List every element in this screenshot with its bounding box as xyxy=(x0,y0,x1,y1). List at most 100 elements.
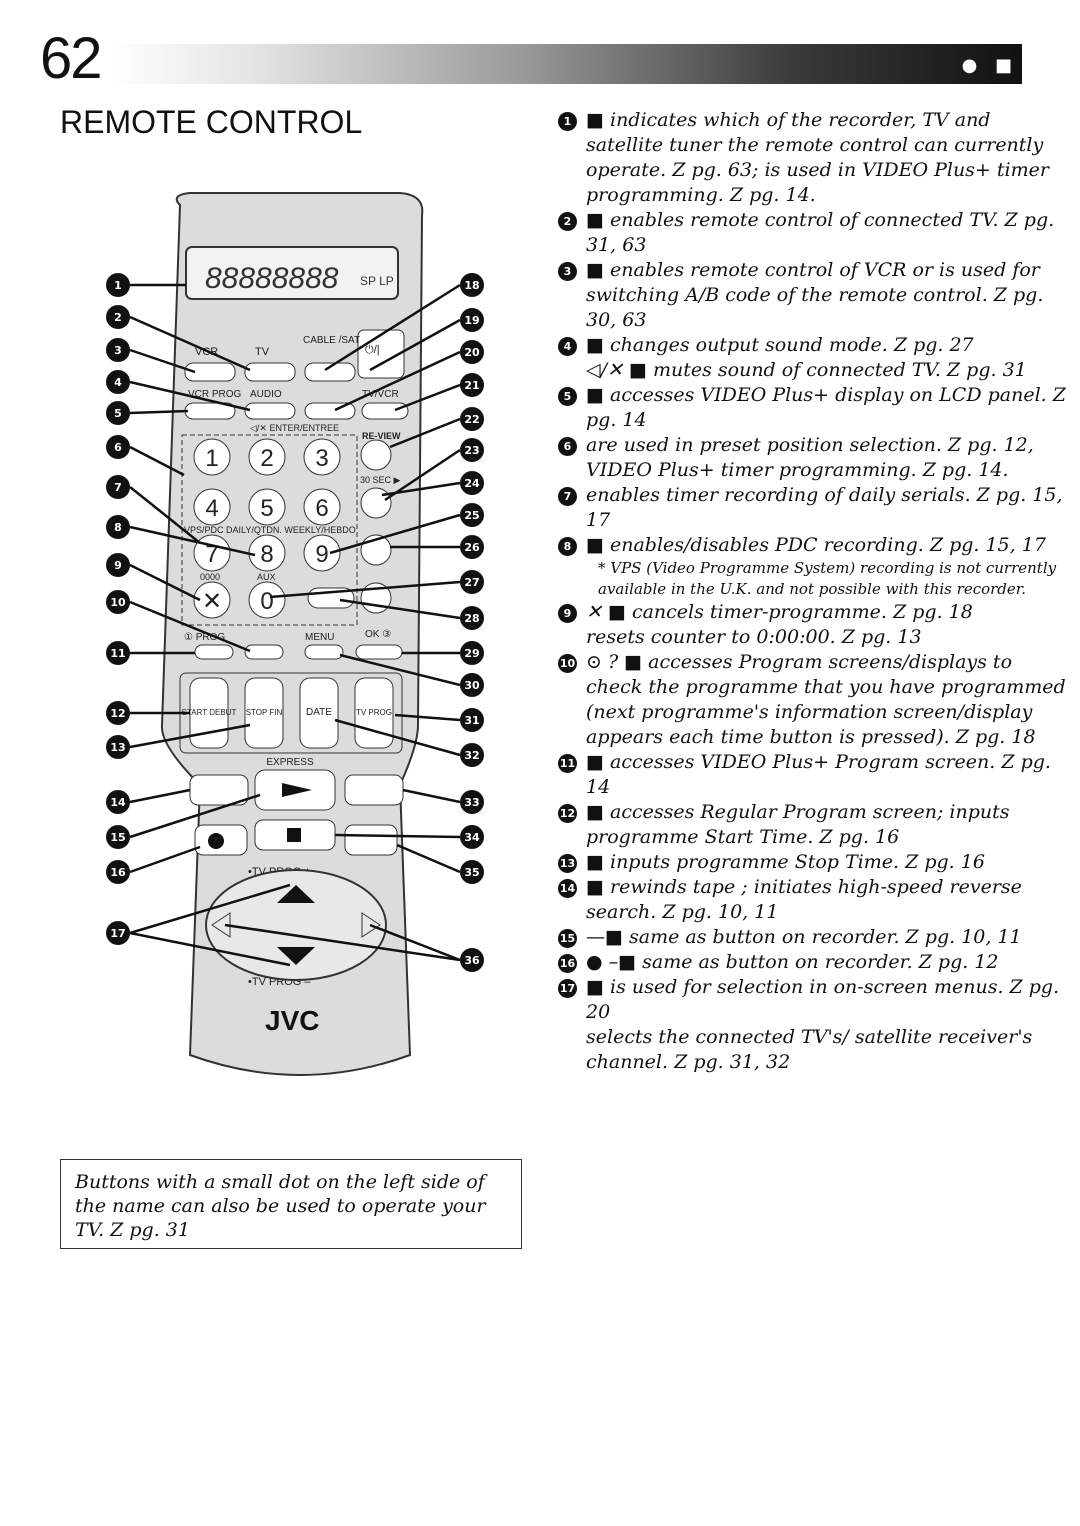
item-text: ■ changes output sound mode. Z pg. 27 xyxy=(586,334,974,356)
svg-text:19: 19 xyxy=(464,314,479,327)
thirty-sec-label: 30 SEC ▶ xyxy=(360,475,401,485)
item-text: ■ is used for selection in on-screen men… xyxy=(586,976,1060,1023)
svg-text:2: 2 xyxy=(260,445,273,472)
svg-text:22: 22 xyxy=(464,413,479,426)
item-number-badge: 12 xyxy=(558,804,577,823)
svg-text:4: 4 xyxy=(114,376,122,389)
svg-text:35: 35 xyxy=(464,866,479,879)
remote-control-illustration: 88888888 SP LP VCR TV CABLE /SAT ⏻/| VCR… xyxy=(106,192,484,1076)
svg-text:5: 5 xyxy=(114,407,122,420)
description-item: 14 ■ rewinds tape ; initiates high-speed … xyxy=(558,875,1068,925)
item-text: selects the connected TV's/ satellite re… xyxy=(586,1026,1033,1073)
item-text: ■ inputs programme Stop Time. Z pg. 16 xyxy=(586,851,985,873)
description-item: 1■ indicates which of the recorder, TV a… xyxy=(558,108,1068,208)
description-item: 3 ■ enables remote control of VCR or is u… xyxy=(558,258,1068,333)
description-item: * VPS (Video Programme System) recording… xyxy=(558,558,1068,600)
svg-text:25: 25 xyxy=(464,509,479,522)
item-number-badge: 5 xyxy=(558,387,577,406)
item-number-badge: 17 xyxy=(558,979,577,998)
description-item: 17 ■ is used for selection in on-screen m… xyxy=(558,975,1068,1025)
start-debut-label: START DEBUT xyxy=(182,708,237,717)
svg-text:✕: ✕ xyxy=(202,588,222,615)
item-text: ■ accesses Regular Program screen; input… xyxy=(586,801,1010,848)
header-icons: ● ■ xyxy=(961,55,1018,76)
menu-label: MENU xyxy=(305,632,334,643)
description-item: 13 ■ inputs programme Stop Time. Z pg. 16 xyxy=(558,850,1068,875)
review-label: RE-VIEW xyxy=(362,431,401,441)
item-number-badge: 16 xyxy=(558,954,577,973)
keypad: 1 2 3 4 5 6 7 8 9 0 ✕ xyxy=(193,438,341,619)
svg-text:13: 13 xyxy=(110,741,125,754)
svg-text:14: 14 xyxy=(110,796,126,809)
item-text: ■ accesses VIDEO Plus+ display on LCD pa… xyxy=(586,384,1066,431)
svg-text:6: 6 xyxy=(114,441,122,454)
item-text: ● –■ same as button on recorder. Z pg. 1… xyxy=(586,951,999,973)
svg-text:6: 6 xyxy=(315,495,328,522)
svg-text:7: 7 xyxy=(205,541,218,568)
item-text: ■ accesses VIDEO Plus+ Program screen. Z… xyxy=(586,751,1051,798)
item-text: —■ same as button on recorder. Z pg. 10,… xyxy=(586,926,1022,948)
item-number-badge: 13 xyxy=(558,854,577,873)
description-item: 2■ enables remote control of connected T… xyxy=(558,208,1068,258)
item-number-badge: 11 xyxy=(558,754,577,773)
description-item: 11 ■ accesses VIDEO Plus+ Program screen.… xyxy=(558,750,1068,800)
svg-text:9: 9 xyxy=(315,541,328,568)
item-number-badge: 14 xyxy=(558,879,577,898)
item-number-badge: 1 xyxy=(558,112,577,131)
item-text: ■ enables/disables PDC recording. Z pg. … xyxy=(586,534,1046,556)
svg-text:8: 8 xyxy=(114,521,122,534)
description-item: resets counter to 0:00:00. Z pg. 13 xyxy=(558,625,1068,650)
svg-text:16: 16 xyxy=(110,866,126,879)
page-number: 62 xyxy=(40,26,102,91)
mute-enter-label: ◁/✕ ENTER/ENTREE xyxy=(250,423,339,433)
item-text: ◁/✕ ■ mutes sound of connected TV. Z pg.… xyxy=(586,359,1027,381)
prog-label: ① PROG xyxy=(184,632,225,643)
callouts-left: 1 2 3 4 5 6 7 8 9 10 11 12 13 14 15 16 1… xyxy=(106,273,130,945)
stop-fin-label: STOP FIN xyxy=(246,708,283,717)
item-number-badge: 15 xyxy=(558,929,577,948)
item-number-badge: 8 xyxy=(558,537,577,556)
item-number-badge: 3 xyxy=(558,262,577,281)
svg-text:15: 15 xyxy=(110,831,125,844)
svg-text:18: 18 xyxy=(464,279,479,292)
svg-text:30: 30 xyxy=(464,679,480,692)
svg-text:17: 17 xyxy=(110,927,125,940)
lcd-display xyxy=(185,246,399,300)
item-text: * VPS (Video Programme System) recording… xyxy=(598,559,1057,598)
header-gradient-bar xyxy=(110,44,1022,84)
date-label: DATE xyxy=(306,707,332,718)
source-buttons: VCR TV CABLE /SAT ⏻/| xyxy=(184,329,405,382)
callout-box: Buttons with a small dot on the left sid… xyxy=(60,1159,522,1249)
svg-text:31: 31 xyxy=(464,714,479,727)
svg-text:5: 5 xyxy=(260,495,273,522)
item-text: enables timer recording of daily serials… xyxy=(586,484,1063,531)
express-label: EXPRESS xyxy=(266,757,314,768)
item-text: ■ enables remote control of VCR or is us… xyxy=(586,259,1044,331)
svg-text:28: 28 xyxy=(464,612,479,625)
cable-sat-label: CABLE /SAT xyxy=(303,335,360,346)
lcd-digits: 88888888 xyxy=(205,262,339,295)
item-text: resets counter to 0:00:00. Z pg. 13 xyxy=(586,626,922,648)
svg-text:0: 0 xyxy=(260,588,273,615)
svg-text:20: 20 xyxy=(464,346,480,359)
svg-text:7: 7 xyxy=(114,481,122,494)
item-text: ⊙ ? ■ accesses Program screens/displays … xyxy=(586,651,1066,748)
svg-text:4: 4 xyxy=(205,495,218,522)
item-text: ■ rewinds tape ; initiates high-speed re… xyxy=(586,876,1022,923)
description-item: ◁/✕ ■ mutes sound of connected TV. Z pg.… xyxy=(558,358,1068,383)
svg-text:3: 3 xyxy=(114,344,122,357)
description-item: 9✕ ■ cancels timer-programme. Z pg. 18 xyxy=(558,600,1068,625)
description-item: 4 ■ changes output sound mode. Z pg. 27 xyxy=(558,333,1068,358)
lcd-mode: SP LP xyxy=(360,274,394,288)
svg-text:3: 3 xyxy=(315,445,328,472)
vps-row-label: VPS/PDC DAILY/QTDN. WEEKLY/HEBDO xyxy=(184,525,356,535)
description-list: 1■ indicates which of the recorder, TV a… xyxy=(558,108,1068,1075)
item-number-badge: 4 xyxy=(558,337,577,356)
description-item: selects the connected TV's/ satellite re… xyxy=(558,1025,1068,1075)
svg-text:12: 12 xyxy=(110,707,125,720)
description-item: 12 ■ accesses Regular Program screen; inp… xyxy=(558,800,1068,850)
ok-label: OK ③ xyxy=(365,629,391,640)
item-number-badge: 9 xyxy=(558,604,577,623)
